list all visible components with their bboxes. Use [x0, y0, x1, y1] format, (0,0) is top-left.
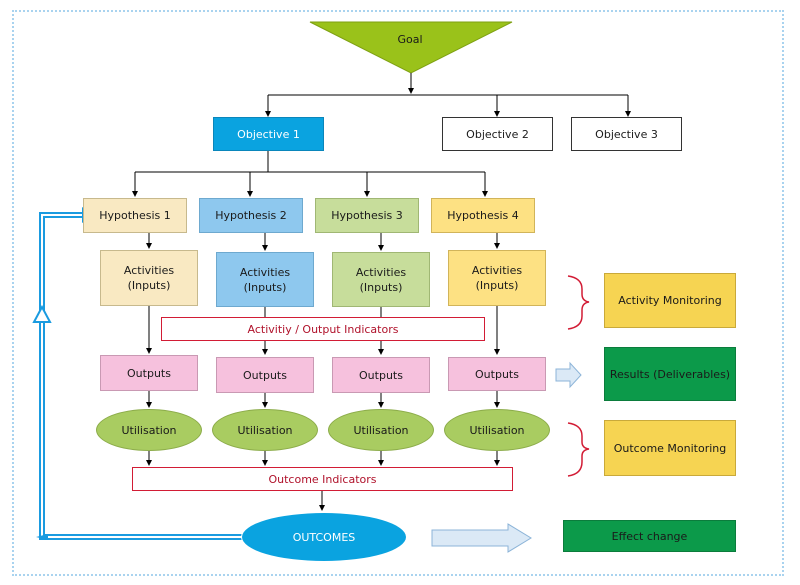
activities-4-box: Activities (Inputs): [448, 250, 546, 306]
effect-change-box: Effect change: [563, 520, 736, 552]
hypothesis-2-box: Hypothesis 2: [199, 198, 303, 233]
outputs-3-box: Outputs: [332, 357, 430, 393]
outcome-indicators: Outcome Indicators: [132, 467, 513, 491]
objective-1-box: Objective 1: [213, 117, 324, 151]
activity-monitoring-brace: [567, 275, 590, 330]
utilisation-3-ellipse: Utilisation: [328, 409, 434, 451]
activities-2-box: Activities (Inputs): [216, 252, 314, 307]
activities-1-box: Activities (Inputs): [100, 250, 198, 306]
outcomes-ellipse: OUTCOMES: [241, 512, 407, 562]
activity-output-indicators: Activitiy / Output Indicators: [161, 317, 485, 341]
diagram-frame: [12, 10, 784, 576]
utilisation-1-ellipse: Utilisation: [96, 409, 202, 451]
objective-2-box: Objective 2: [442, 117, 553, 151]
hypothesis-4-box: Hypothesis 4: [431, 198, 535, 233]
outcome-monitoring-box: Outcome Monitoring: [604, 420, 736, 476]
activity-monitoring-box: Activity Monitoring: [604, 273, 736, 328]
effect-arrow: [431, 523, 532, 553]
hypothesis-1-box: Hypothesis 1: [83, 198, 187, 233]
results-arrow: [555, 361, 582, 389]
outcome-monitoring-brace: [567, 422, 590, 477]
goal-label: Goal: [397, 33, 423, 46]
hypothesis-3-box: Hypothesis 3: [315, 198, 419, 233]
activities-3-box: Activities (Inputs): [332, 252, 430, 307]
results-deliverables-box: Results (Deliverables): [604, 347, 736, 401]
goal-triangle: [309, 21, 513, 74]
outputs-2-box: Outputs: [216, 357, 314, 393]
utilisation-4-ellipse: Utilisation: [444, 409, 550, 451]
utilisation-2-ellipse: Utilisation: [212, 409, 318, 451]
objective-3-box: Objective 3: [571, 117, 682, 151]
outputs-4-box: Outputs: [448, 357, 546, 391]
outputs-1-box: Outputs: [100, 355, 198, 391]
